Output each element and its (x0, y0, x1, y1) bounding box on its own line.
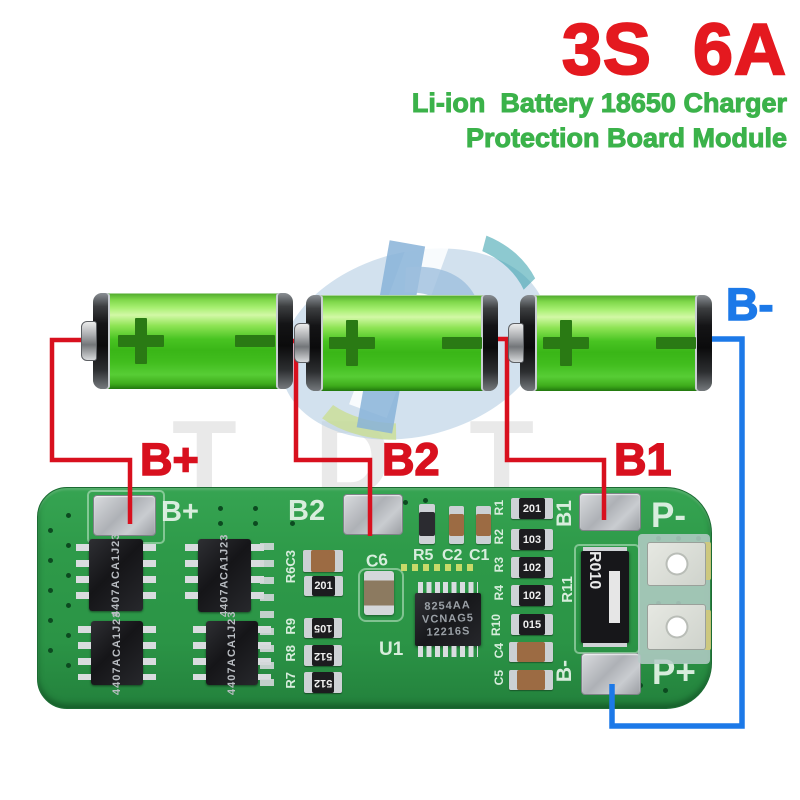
resistor-r10: 015 (511, 614, 553, 635)
bplus-solder-pad (93, 495, 156, 536)
capacitor-c4 (509, 642, 553, 662)
battery-cell-3 (508, 295, 712, 391)
battery-cap (276, 293, 293, 389)
wire-hole (667, 617, 686, 637)
silkscreen-r5: R5 (413, 547, 434, 564)
capacitor-c5 (509, 670, 553, 690)
shunt-resistor-r11: R010 (581, 551, 629, 643)
resistor-r9: 105 (304, 618, 342, 638)
battery-cap (306, 295, 323, 391)
header: 3S 6A Li-ion Battery 18650 Charger Prote… (411, 10, 787, 156)
subtitle-line2: Protection Board Module (465, 123, 787, 154)
battery-cap (481, 295, 498, 391)
gold-edge (704, 610, 711, 650)
resistor-r4: 102 (511, 585, 553, 606)
gold-edge (704, 542, 711, 580)
resistor-r7: 512 (304, 672, 342, 693)
label-b2: B2 (381, 434, 440, 485)
battery-cap (520, 295, 537, 391)
resistor-r2: 103 (511, 529, 553, 550)
silkscreen-c2: C2 (442, 547, 463, 564)
positive-terminal (294, 323, 310, 363)
mosfet-pins (185, 544, 198, 607)
positive-terminal (508, 323, 524, 363)
silkscreen-pminus: P- (651, 496, 686, 535)
pplus-hole-pad (647, 604, 706, 650)
capacitor-c2 (449, 506, 464, 544)
resistor-r8: 512 (304, 645, 342, 666)
plus-symbol-icon (118, 318, 164, 364)
label-bplus: B+ (139, 434, 199, 485)
resistor-201: 201 (304, 576, 343, 596)
c6-outline (358, 568, 404, 622)
battery-cap (695, 295, 712, 391)
label-b1: B1 (613, 434, 672, 485)
positive-terminal (81, 321, 97, 361)
resistor-r3: 102 (511, 557, 553, 578)
pminus-hole-pad (647, 542, 706, 586)
shunt-stripe (609, 571, 620, 623)
battery-cell-2 (294, 295, 498, 391)
ic-pins (418, 646, 478, 657)
capacitor-c6 (364, 571, 394, 615)
protection-ic-u1: 8254AA VCNAG5 12216S (415, 582, 481, 657)
mosfet-pins (193, 626, 206, 680)
capacitor-c1 (476, 506, 491, 544)
silkscreen-c1: C1 (469, 547, 490, 564)
ic-pins (418, 582, 478, 593)
model-title: 3S 6A (561, 10, 787, 90)
mosfet-pins (78, 626, 91, 680)
battery-cap (93, 293, 110, 389)
b2-solder-pad (343, 494, 403, 535)
capacitor-c3 (303, 550, 343, 572)
minus-symbol-icon (442, 337, 482, 349)
silkscreen-bplus: B+ (161, 496, 199, 528)
solder-joint-column (260, 543, 274, 688)
bplus-wire (49, 337, 133, 524)
silkscreen-b2: B2 (288, 495, 326, 527)
mosfet-pins (143, 626, 156, 680)
resistor-r5 (419, 504, 435, 544)
test-point-row (401, 564, 473, 571)
label-bminus: B- (725, 279, 774, 330)
minus-symbol-icon (656, 337, 696, 349)
silkscreen-u1: U1 (379, 639, 404, 660)
bminus-wire (609, 336, 745, 729)
battery-cell-1 (81, 293, 293, 389)
wire-hole (667, 554, 686, 574)
mosfet-pins (76, 544, 89, 606)
subtitle-line1: Li-ion Battery 18650 Charger (411, 88, 787, 119)
plus-symbol-icon (329, 320, 375, 366)
plus-symbol-icon (543, 320, 589, 366)
b1-solder-pad (579, 493, 641, 531)
minus-symbol-icon (235, 335, 275, 347)
resistor-r1: 201 (511, 498, 553, 519)
mosfet-pins (143, 544, 156, 606)
